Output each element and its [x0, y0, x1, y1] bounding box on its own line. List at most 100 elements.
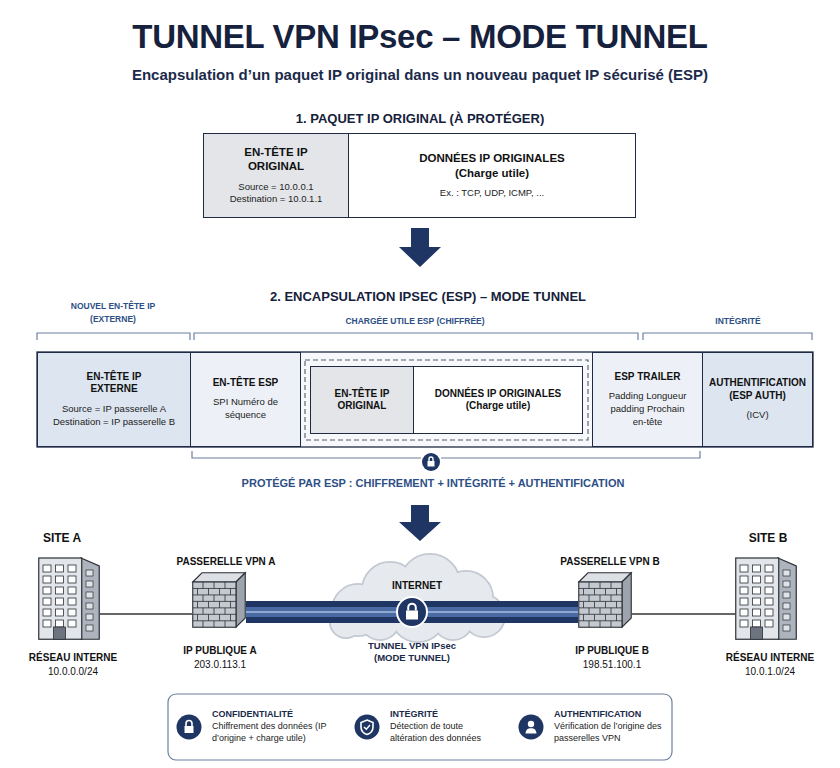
brick-line: [208, 588, 209, 594]
brick-line: [197, 614, 198, 620]
node-detail: RÉSEAU INTERNE: [726, 652, 814, 663]
node-heading: EN-TÊTE IP ORIGINAL: [317, 388, 407, 413]
brick-line: [230, 601, 231, 607]
node-detail: IP PUBLIQUE A: [183, 645, 256, 656]
building-window: [86, 570, 93, 576]
payload-cell: DONNÉES IP ORIGINALES (Charge utile): [413, 366, 583, 434]
node-detail: 10.0.1.0/24: [745, 666, 795, 677]
node-heading: SITE B: [749, 531, 788, 545]
vpn-gateway: PASSERELLE VPN AIP PUBLIQUE A203.0.113.1: [192, 572, 246, 628]
node-detail: IP PUBLIQUE B: [575, 645, 649, 656]
brick-line: [611, 595, 612, 601]
network-link: [100, 613, 192, 615]
firewall-side: [622, 573, 631, 628]
building-window: [56, 576, 64, 583]
node-heading: AUTHENTIFICATION (ESP AUTH): [705, 377, 810, 402]
building-window: [56, 565, 64, 572]
building-window: [783, 625, 790, 631]
brick-line: [605, 588, 606, 594]
building-window: [753, 609, 761, 616]
esp-header-cell: EN-TÊTE ESPSPI Numéro de séquence: [190, 352, 301, 447]
building-window: [68, 565, 76, 572]
brick-line: [214, 608, 215, 614]
packet-outline: [37, 352, 813, 447]
bracket-label: INTÉGRITÉ: [715, 315, 760, 328]
brick-line: [589, 595, 590, 601]
section-heading: 2. ENCAPSULATION IPSEC (ESP) – MODE TUNN…: [270, 289, 586, 304]
brick-line: [589, 621, 590, 627]
title: TUNNEL VPN IPsec – MODE TUNNEL: [132, 18, 707, 56]
node-heading: DONNÉES IP ORIGINALES (Charge utile): [400, 151, 585, 180]
dashed-frame: [305, 360, 588, 440]
brick-line: [605, 601, 606, 607]
node-heading: INTERNET: [392, 580, 442, 591]
node-detail: Source = 10.0.0.1 Destination = 10.0.1.1: [216, 181, 336, 207]
building-window: [86, 625, 93, 631]
brick-line: [616, 588, 617, 594]
lock-shackle: [186, 721, 192, 727]
site-building: SITE ARÉSEAU INTERNE10.0.0.0/24: [38, 552, 100, 640]
connector-label: TUNNEL VPN IPsec (MODE TUNNEL): [355, 640, 470, 665]
brick-line: [225, 608, 226, 614]
building-window: [753, 620, 761, 627]
outer-ip-header-cell: EN-TÊTE IP EXTERNESource = IP passerelle…: [37, 352, 191, 447]
lock-badge: [422, 453, 440, 471]
building-window: [56, 587, 64, 594]
building-window: [783, 581, 790, 587]
brick-line: [203, 595, 204, 601]
building-illustration: [735, 552, 797, 640]
shield-check: [364, 725, 370, 729]
brick-line: [203, 582, 204, 588]
tunnel-core: [246, 607, 578, 617]
shield-icon: [361, 720, 373, 735]
brick-line: [611, 582, 612, 588]
building-side: [81, 558, 99, 639]
building-window: [765, 565, 773, 572]
building-window: [68, 587, 76, 594]
brick-line: [594, 601, 595, 607]
legend-item: AUTHENTIFICATIONVérification de l’origin…: [518, 700, 670, 754]
node-heading: CONFIDENTIALITÉ: [212, 709, 342, 721]
section-heading: 1. PAQUET IP ORIGINAL (À PROTÉGER): [296, 111, 544, 126]
building-window: [740, 587, 748, 594]
brick-line: [600, 582, 601, 588]
lock-badge: [397, 597, 427, 627]
node-heading: INTÉGRITÉ: [390, 709, 500, 721]
node-detail: 198.51.100.1: [583, 659, 641, 670]
building-window: [753, 598, 761, 605]
building-window: [43, 565, 51, 572]
building-window: [753, 587, 761, 594]
ip-header-cell: EN-TÊTE IP ORIGINAL Source = 10.0.0.1 Des…: [203, 133, 349, 218]
firewall-illustration: [578, 572, 632, 628]
building-window: [765, 620, 773, 627]
node-heading: PASSERELLE VPN A: [177, 556, 276, 567]
brick-line: [583, 614, 584, 620]
building-front: [736, 558, 779, 639]
building-window: [740, 576, 748, 583]
building-window: [68, 576, 76, 583]
lock-body: [185, 726, 194, 733]
firewall-front: [193, 582, 236, 627]
payload-cell: DONNÉES IP ORIGINALES (Charge utile)Ex. …: [348, 133, 636, 218]
node-detail: Source = IP passerelle A Destination = I…: [40, 403, 188, 429]
ip-header-cell: EN-TÊTE IP ORIGINAL: [310, 366, 414, 434]
lock-shackle: [429, 457, 433, 461]
building-window: [783, 592, 790, 598]
building-window: [765, 598, 773, 605]
building-window: [783, 570, 790, 576]
node-heading: EN-TÊTE IP ORIGINAL: [224, 145, 329, 174]
person-head: [528, 721, 534, 727]
lock-body: [406, 611, 418, 620]
building-window: [56, 609, 64, 616]
brick-line: [230, 614, 231, 620]
tunnel-highlight: [246, 611, 578, 613]
internet-cloud: INTERNET: [318, 550, 512, 642]
brick-line: [197, 601, 198, 607]
brick-line: [583, 588, 584, 594]
down-arrow: [399, 228, 441, 267]
subtitle: Encapsulation d’un paquet IP original da…: [132, 66, 708, 83]
esp-auth-cell: AUTHENTIFICATION (ESP AUTH)(ICV): [702, 352, 813, 447]
node-detail: 203.0.113.1: [194, 659, 246, 670]
lock-body: [428, 461, 435, 467]
building-window: [56, 598, 64, 605]
